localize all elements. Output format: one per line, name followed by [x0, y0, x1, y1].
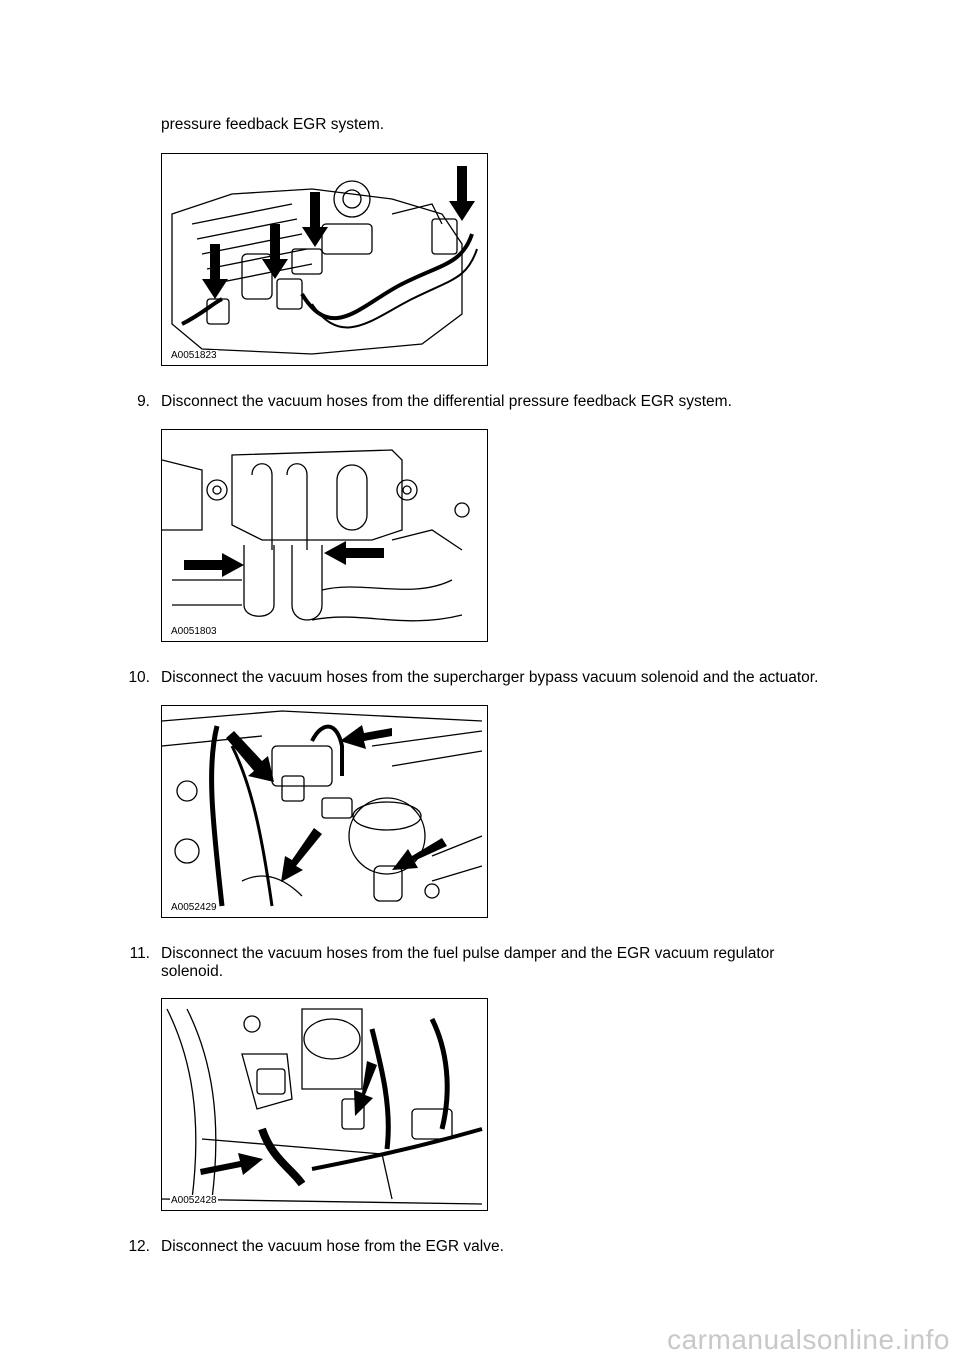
step-text-line1: Disconnect the vacuum hoses from the fue…	[161, 945, 775, 962]
arrow-1	[226, 731, 274, 782]
arrow-3	[281, 828, 322, 882]
figure-label: A0051823	[170, 350, 218, 361]
step-text-line2: solenoid.	[161, 963, 224, 980]
step-text: Disconnect the vacuum hoses from the sup…	[161, 669, 819, 686]
figure-label: A0052428	[170, 1195, 218, 1206]
step-number: 12.	[128, 1238, 150, 1255]
intro-text: pressure feedback EGR system.	[161, 116, 385, 133]
arrow-2	[200, 1153, 263, 1175]
arrow-2	[340, 725, 392, 749]
engine-diagram-egr	[171, 166, 478, 355]
watermark-text: carmanualsonline.info	[667, 1324, 950, 1355]
figure-label: A0051803	[170, 626, 218, 637]
figure-illustration: A0052428	[161, 998, 488, 1211]
fuel-pulse-damper-diagram	[162, 1008, 483, 1205]
figure-label: A0052429	[170, 902, 218, 913]
arrow-4	[449, 166, 475, 221]
supercharger-solenoid-diagram	[162, 710, 483, 907]
arrow-2	[262, 224, 288, 279]
step-number: 11.	[129, 945, 150, 962]
arrow-1	[354, 1061, 377, 1116]
arrow-right	[184, 553, 244, 577]
step-text: Disconnect the vacuum hose from the EGR …	[161, 1238, 504, 1255]
step-text: Disconnect the vacuum hoses from the dif…	[161, 393, 732, 410]
step-number: 10.	[128, 669, 150, 686]
arrow-4	[392, 838, 447, 870]
vacuum-hoses-diagram	[162, 449, 470, 622]
arrow-1	[202, 244, 228, 299]
step-number: 9.	[137, 393, 150, 410]
figure-illustration: A0052429	[161, 705, 488, 918]
arrow-3	[302, 192, 328, 247]
arrow-left	[324, 541, 384, 565]
figure-illustration: A0051823	[161, 153, 488, 366]
figure-illustration: A0051803	[161, 429, 488, 642]
